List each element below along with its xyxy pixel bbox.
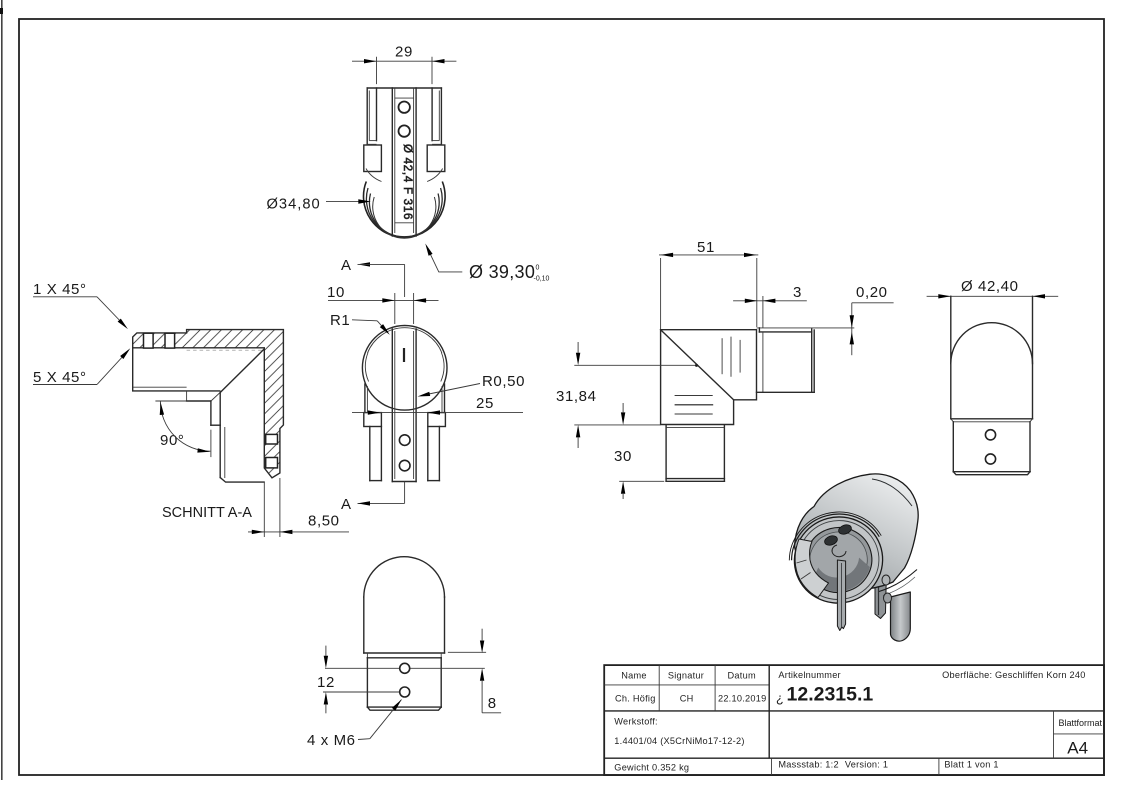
svg-text:25: 25 xyxy=(476,395,494,412)
svg-text:0,20: 0,20 xyxy=(856,284,888,301)
svg-text:1 X 45°: 1 X 45° xyxy=(33,281,87,298)
svg-text:Signatur: Signatur xyxy=(668,671,704,681)
svg-text:Blatt 1 von 1: Blatt 1 von 1 xyxy=(944,759,998,769)
svg-text:22.10.2019: 22.10.2019 xyxy=(718,694,766,704)
svg-text:Artikelnummer: Artikelnummer xyxy=(778,670,840,680)
svg-text:31,84: 31,84 xyxy=(556,388,597,405)
svg-text:Version: 1: Version: 1 xyxy=(845,759,888,769)
svg-text:90°: 90° xyxy=(160,432,184,449)
svg-text:Blattformat: Blattformat xyxy=(1059,718,1103,728)
svg-text:Geschliffen Korn 240: Geschliffen Korn 240 xyxy=(995,670,1086,680)
svg-text:12.2315.1: 12.2315.1 xyxy=(787,684,874,706)
svg-text:Ø 39,30: Ø 39,30 xyxy=(469,262,535,282)
svg-text:29: 29 xyxy=(395,44,413,61)
svg-text:5 X 45°: 5 X 45° xyxy=(33,369,87,386)
svg-text:51: 51 xyxy=(697,239,715,256)
svg-text:12: 12 xyxy=(317,674,335,691)
svg-text:10: 10 xyxy=(327,284,345,301)
svg-text:8: 8 xyxy=(488,695,497,712)
svg-text:Ø 42,40: Ø 42,40 xyxy=(961,278,1019,295)
svg-text:3: 3 xyxy=(793,284,802,301)
svg-text:SCHNITT A-A: SCHNITT A-A xyxy=(162,505,252,521)
svg-text:8,50: 8,50 xyxy=(308,513,340,530)
svg-text:Name: Name xyxy=(621,671,647,681)
svg-text:Werkstoff:: Werkstoff: xyxy=(614,717,658,727)
svg-text:¿: ¿ xyxy=(776,692,784,706)
svg-text:Oberfläche:: Oberfläche: xyxy=(942,670,992,680)
svg-text:30: 30 xyxy=(614,448,632,465)
svg-text:Ch. Höfig: Ch. Höfig xyxy=(615,693,656,703)
svg-text:Datum: Datum xyxy=(728,671,756,681)
svg-text:CH: CH xyxy=(680,693,694,703)
svg-text:A: A xyxy=(341,496,352,513)
svg-text:Massstab: 1:2: Massstab: 1:2 xyxy=(778,759,838,769)
svg-text:Gewicht 0.352 kg: Gewicht 0.352 kg xyxy=(614,762,689,772)
svg-text:1.4401/04 (X5CrNiMo17-12-2): 1.4401/04 (X5CrNiMo17-12-2) xyxy=(614,736,744,746)
svg-text:4 x M6: 4 x M6 xyxy=(307,732,356,749)
svg-text:0: 0 xyxy=(536,265,540,272)
svg-text:A4: A4 xyxy=(1067,738,1088,757)
svg-text:-0,10: -0,10 xyxy=(534,276,550,283)
svg-text:Ø34,80: Ø34,80 xyxy=(267,196,321,212)
svg-text:A: A xyxy=(341,257,352,274)
svg-text:R0,50: R0,50 xyxy=(482,373,525,390)
svg-text:Ø 42,4 F 316: Ø 42,4 F 316 xyxy=(401,144,413,220)
svg-text:R1: R1 xyxy=(330,312,350,329)
